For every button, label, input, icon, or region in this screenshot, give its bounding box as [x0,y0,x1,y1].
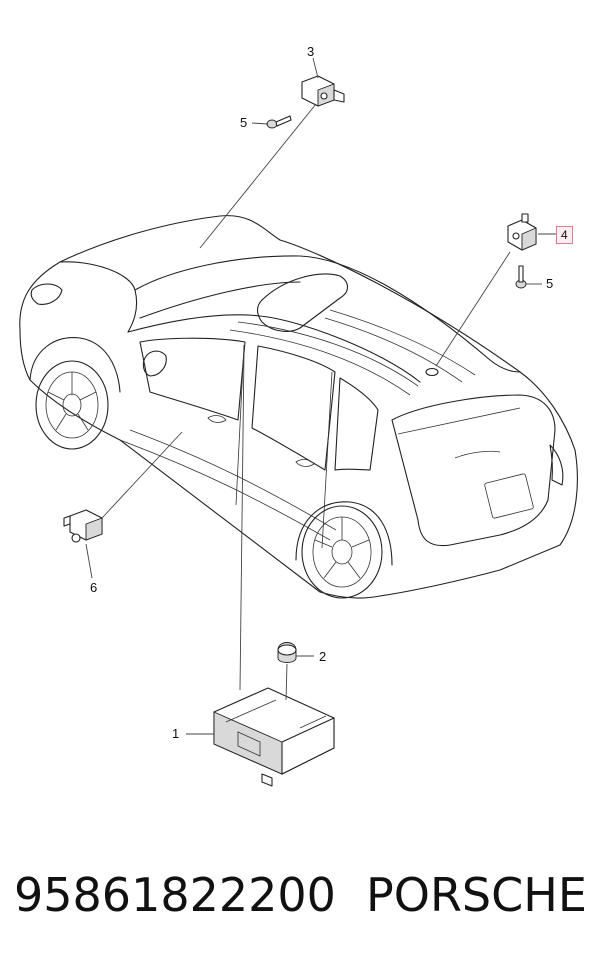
leader-lines [85,57,556,735]
part-5-bolt-top [266,115,292,129]
callout-5-right: 5 [546,276,554,291]
part-6-sensor [63,509,103,543]
callout-3: 3 [307,44,315,59]
part-3-sensor [301,75,345,107]
part-4-sensor [507,213,537,251]
callout-1: 1 [172,726,180,741]
part-1-control-unit [213,687,335,787]
callout-2: 2 [319,649,327,664]
parts-diagram [19,57,578,787]
callout-5-top: 5 [240,115,248,130]
part-number: 95861822200 [14,868,336,922]
vehicle-drawing [19,215,578,599]
callout-4-highlighted[interactable]: 4 [556,226,573,244]
callout-6: 6 [90,580,98,595]
part-5-bolt-right [515,265,527,289]
brand-name: PORSCHE [366,868,587,922]
part-2-cap [277,642,297,663]
